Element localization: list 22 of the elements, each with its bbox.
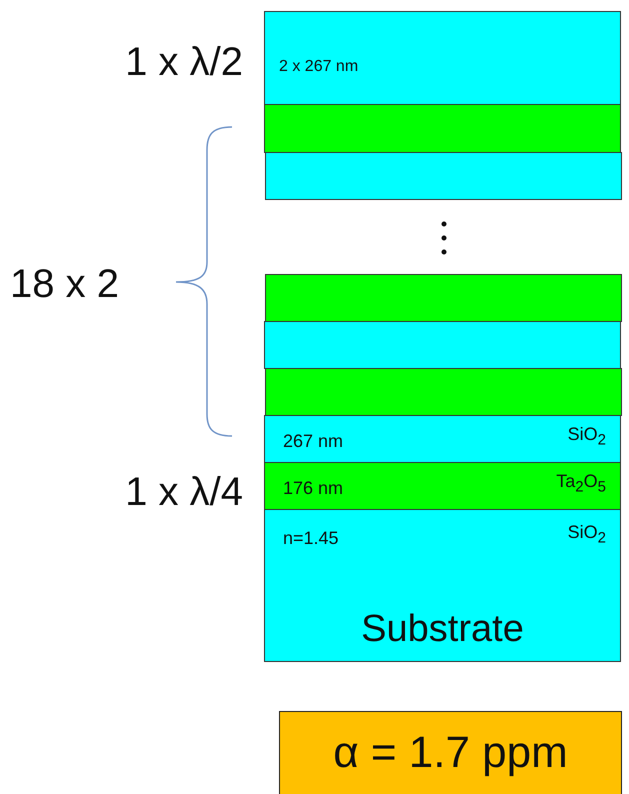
- ta2o5-layer: [265, 274, 622, 322]
- substrate-label: Substrate: [361, 608, 524, 651]
- sio2-layer: [264, 321, 621, 369]
- substrate-layer: [264, 509, 621, 662]
- refractive-index-label: n=1.45: [283, 528, 339, 549]
- material-label: SiO$_{2}$: [568, 522, 606, 547]
- repeat-count-label: 18 x 2: [10, 262, 119, 307]
- thickness-label: 176 nm: [283, 478, 344, 499]
- thickness-label: 2 x 267 nm: [279, 58, 358, 76]
- layer-thickness-label: 1 x λ/2: [125, 40, 243, 85]
- sio2-layer: [264, 415, 621, 463]
- absorption-label: α = 1.7 ppm: [333, 728, 568, 778]
- sio2-layer: [264, 11, 621, 105]
- thickness-label: 267 nm: [283, 431, 344, 452]
- result-box: [279, 711, 622, 794]
- ta2o5-layer: [264, 462, 621, 510]
- sio2-layer: [265, 152, 622, 200]
- ta2o5-layer: [265, 368, 622, 416]
- ta2o5-layer: [264, 104, 621, 153]
- layer-thickness-label: 1 x λ/4: [125, 470, 243, 515]
- material-label: Ta$_{2}$O$_{5}$: [556, 471, 606, 496]
- material-label: SiO$_{2}$: [568, 424, 606, 449]
